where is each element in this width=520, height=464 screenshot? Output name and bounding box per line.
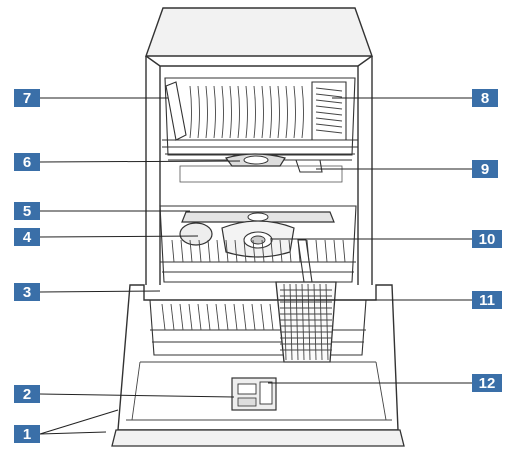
- leader-line-1: [39, 409, 119, 435]
- upper-spray-arm: [224, 153, 286, 167]
- callout-badge-11: 11: [472, 291, 502, 309]
- callout-badge-7: 7: [14, 89, 40, 107]
- leader-line-1: [39, 431, 107, 435]
- callout-badge-2: 2: [14, 385, 40, 403]
- callout-number: 10: [479, 231, 496, 248]
- leader-line-2: [39, 393, 235, 398]
- leader-line-3: [39, 290, 161, 293]
- filter-system: [179, 220, 295, 258]
- lower-spray-arm: [181, 211, 335, 223]
- callout-number: 7: [23, 90, 31, 107]
- callout-badge-8: 8: [472, 89, 498, 107]
- appliance-body: [145, 55, 373, 285]
- callout-number: 3: [23, 284, 31, 301]
- callout-number: 11: [479, 292, 495, 309]
- leader-line-6: [39, 160, 241, 163]
- callout-badge-10: 10: [472, 230, 502, 248]
- callout-badge-5: 5: [14, 202, 40, 220]
- upper-basket: [162, 77, 358, 161]
- leader-lines: [39, 97, 472, 435]
- basket-lever: [295, 159, 323, 173]
- detergent-dispenser: [231, 377, 277, 411]
- cutlery-basket: [275, 239, 337, 363]
- callout-number: 5: [23, 203, 31, 220]
- callout-badge-4: 4: [14, 228, 40, 246]
- door: [111, 284, 405, 447]
- callout-number: 1: [23, 426, 31, 443]
- callout-number: 2: [23, 386, 31, 403]
- leader-line-4: [39, 235, 199, 238]
- callout-badge-6: 6: [14, 153, 40, 171]
- callout-badge-12: 12: [472, 374, 502, 392]
- callout-number: 9: [481, 161, 489, 178]
- callout-badge-1: 1: [14, 425, 40, 443]
- callout-badge-9: 9: [472, 160, 498, 178]
- callout-number: 4: [23, 229, 32, 246]
- callout-number: 8: [481, 90, 489, 107]
- callout-number: 12: [479, 375, 496, 392]
- callout-number: 6: [23, 154, 31, 171]
- top-cover: [145, 7, 373, 57]
- callout-badge-3: 3: [14, 283, 40, 301]
